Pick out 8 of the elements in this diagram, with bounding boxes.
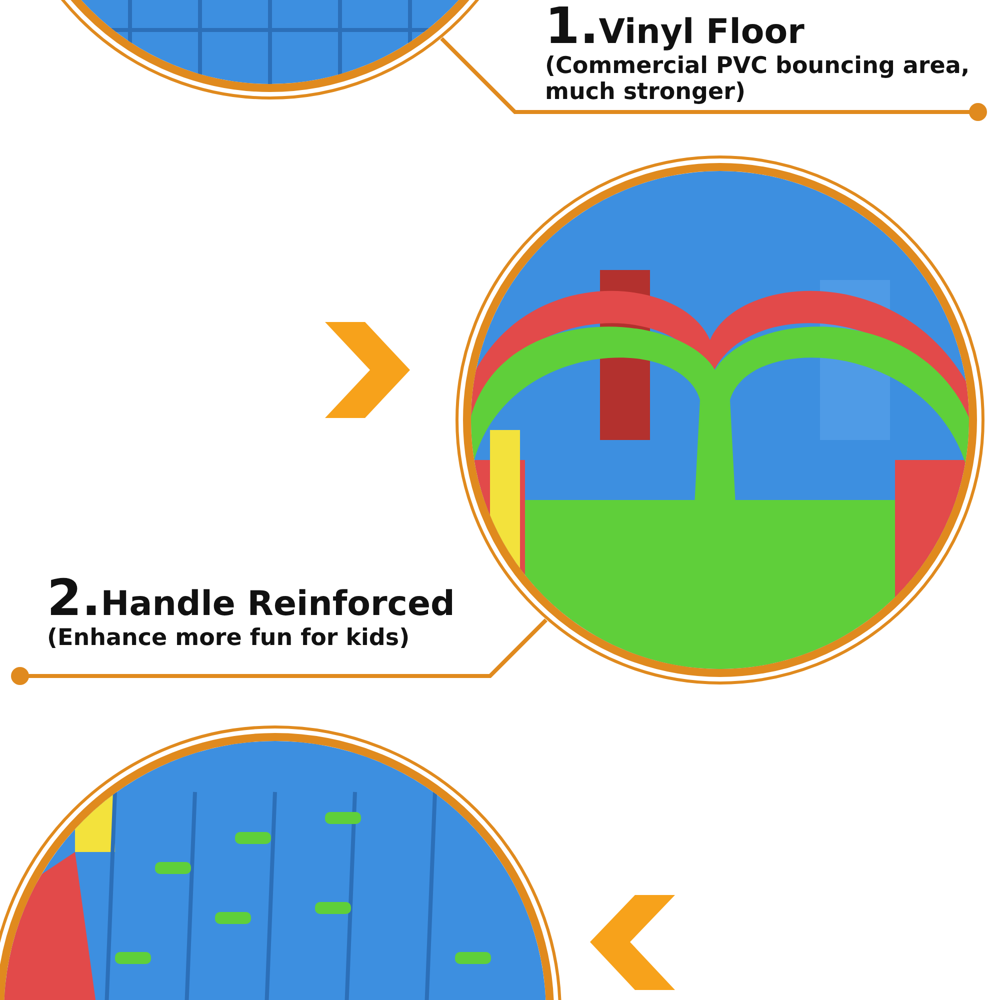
feature-description: (Commercial PVC bouncing area, much stronger) (545, 52, 971, 106)
feature-heading: 2.Handle Reinforced (47, 572, 456, 624)
inflatable-photo (455, 155, 985, 685)
leader-line (440, 37, 987, 121)
feature-heading: 1.Vinyl Floor (545, 0, 806, 52)
inflatable-photo (0, 725, 562, 1000)
feature-description: (Enhance more fun for kids) (47, 624, 411, 651)
leader-line (11, 618, 548, 685)
